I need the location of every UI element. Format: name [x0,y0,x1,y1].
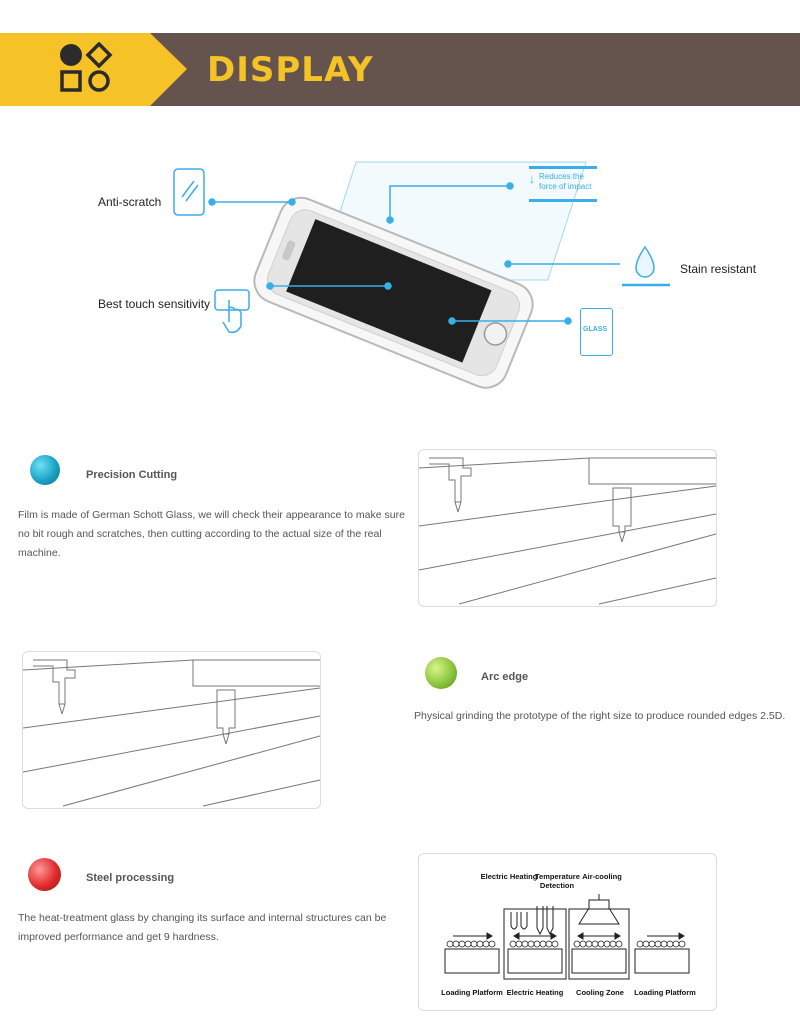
steel-desc: The heat-treatment glass by changing its… [18,912,387,943]
steel-title: Steel processing [86,872,175,884]
tempering-process-diagram: Electric Heating Temperature Detection A… [418,853,717,1011]
glass-label: GLASS [583,326,608,333]
loading-platform-left-label: Loading Platform [441,988,503,997]
arc-dot-icon [425,657,457,689]
phone-body [253,196,534,389]
impact-line1: Reduces the [539,172,584,181]
connector-lines [208,182,620,325]
process-graphic [444,894,690,980]
electric-heating-bottom-label: Electric Heating [506,988,564,997]
loading-platform-right-label: Loading Platform [634,988,696,997]
precision-dot-icon [30,455,60,485]
water-drop-icon [622,245,670,287]
shapes-icon [60,42,113,92]
air-cooling-label: Air-cooling [582,872,622,881]
header-yellow-tab [0,33,187,106]
anti-scratch-icon [173,168,205,216]
steel-dot-icon [28,858,61,891]
cutting-illustration-right [418,449,717,607]
stain-resistant-label: Stain resistant [680,262,757,276]
cooling-zone-label: Cooling Zone [576,988,624,997]
section-title: DISPLAY [207,50,374,90]
precision-desc: Film is made of German Schott Glass, we … [18,509,405,559]
precision-title: Precision Cutting [86,469,178,481]
best-touch-label: Best touch sensitivity [98,297,211,311]
down-arrow-icon: ↓ [529,172,535,186]
glass-icon: GLASS [580,308,613,356]
impact-line2: force of impact [539,182,592,191]
cutting-illustration-left [22,651,321,809]
anti-scratch-label: Anti-scratch [98,195,162,209]
arc-title: Arc edge [481,671,529,683]
arc-desc: Physical grinding the prototype of the r… [414,710,786,722]
temperature-detection-label: Temperature Detection [535,872,580,890]
electric-heating-top-label: Electric Heating [480,872,538,881]
phone-diagram [253,161,587,389]
impact-box: ↓ Reduces the force of impact [529,166,597,202]
touch-hand-icon [214,289,250,334]
